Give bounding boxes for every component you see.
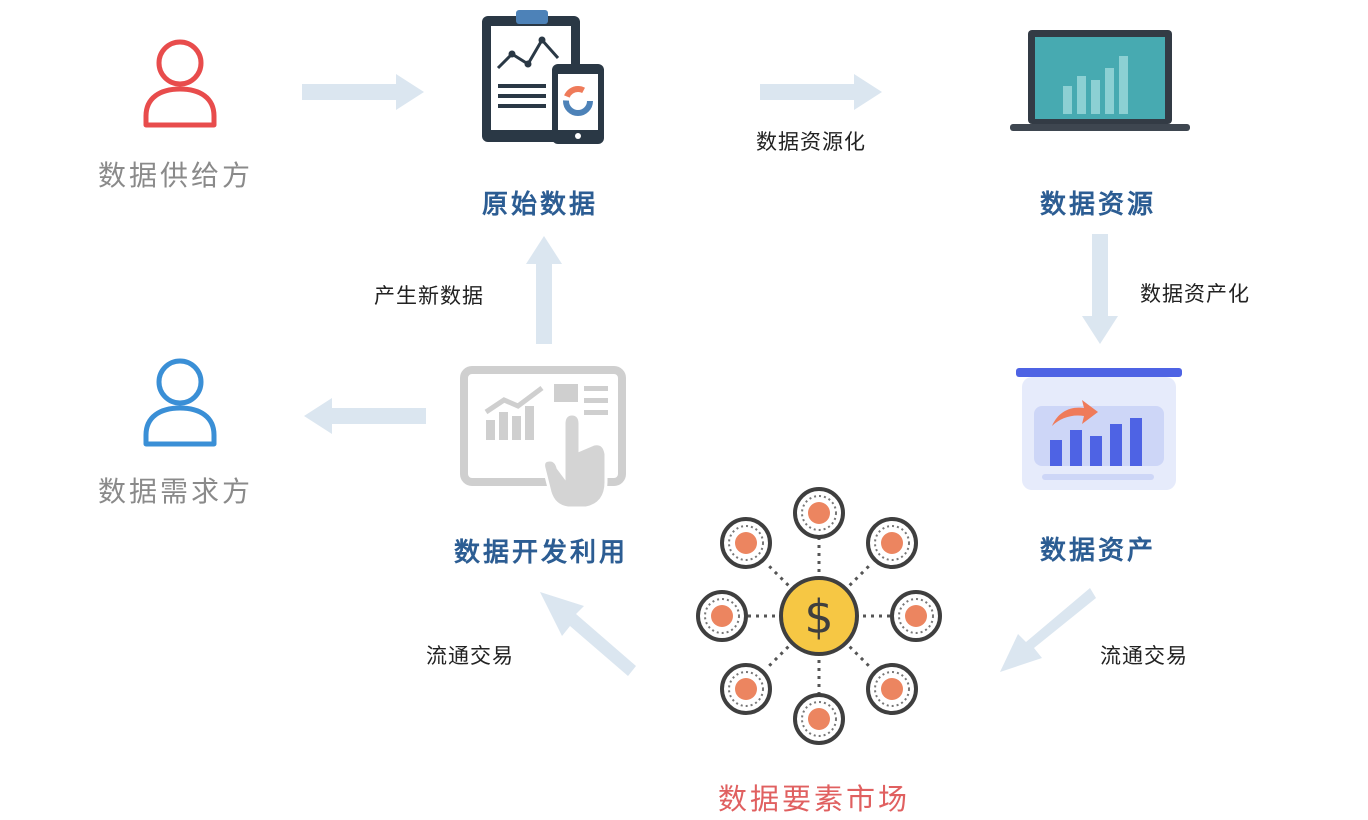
arrow-devuse-to-raw — [526, 236, 562, 344]
demander-person-icon — [143, 358, 217, 447]
arrow-devuse-to-demander — [304, 398, 426, 434]
arrow-asset-to-market — [1000, 588, 1096, 672]
step-trade-right-label: 流通交易 — [1100, 644, 1188, 668]
presentation-chart-icon — [1016, 368, 1182, 490]
dollar-network-icon: $ — [696, 487, 942, 745]
arrow-supplier-to-raw — [302, 74, 424, 110]
step-trade-left-label: 流通交易 — [426, 644, 514, 668]
arrow-raw-to-resource — [760, 74, 882, 110]
svg-text:$: $ — [804, 590, 833, 644]
data-resource-label: 数据资源 — [1040, 190, 1157, 220]
demander-label: 数据需求方 — [98, 475, 254, 508]
clipboard-phone-icon — [482, 10, 604, 144]
touch-tablet-icon — [460, 366, 626, 510]
arrow-market-to-devuse — [540, 592, 636, 676]
data-asset-label: 数据资产 — [1040, 536, 1157, 566]
laptop-chart-icon — [1010, 30, 1190, 131]
step-new-data-label: 产生新数据 — [374, 284, 484, 308]
supplier-person-icon — [143, 39, 217, 128]
step-resourcize-label: 数据资源化 — [756, 130, 866, 154]
raw-data-label: 原始数据 — [482, 190, 599, 220]
market-label: 数据要素市场 — [718, 782, 911, 816]
dev-use-label: 数据开发利用 — [454, 538, 629, 568]
arrow-resource-to-asset — [1082, 234, 1118, 344]
supplier-label: 数据供给方 — [98, 159, 254, 192]
step-assetize-label: 数据资产化 — [1140, 282, 1250, 306]
